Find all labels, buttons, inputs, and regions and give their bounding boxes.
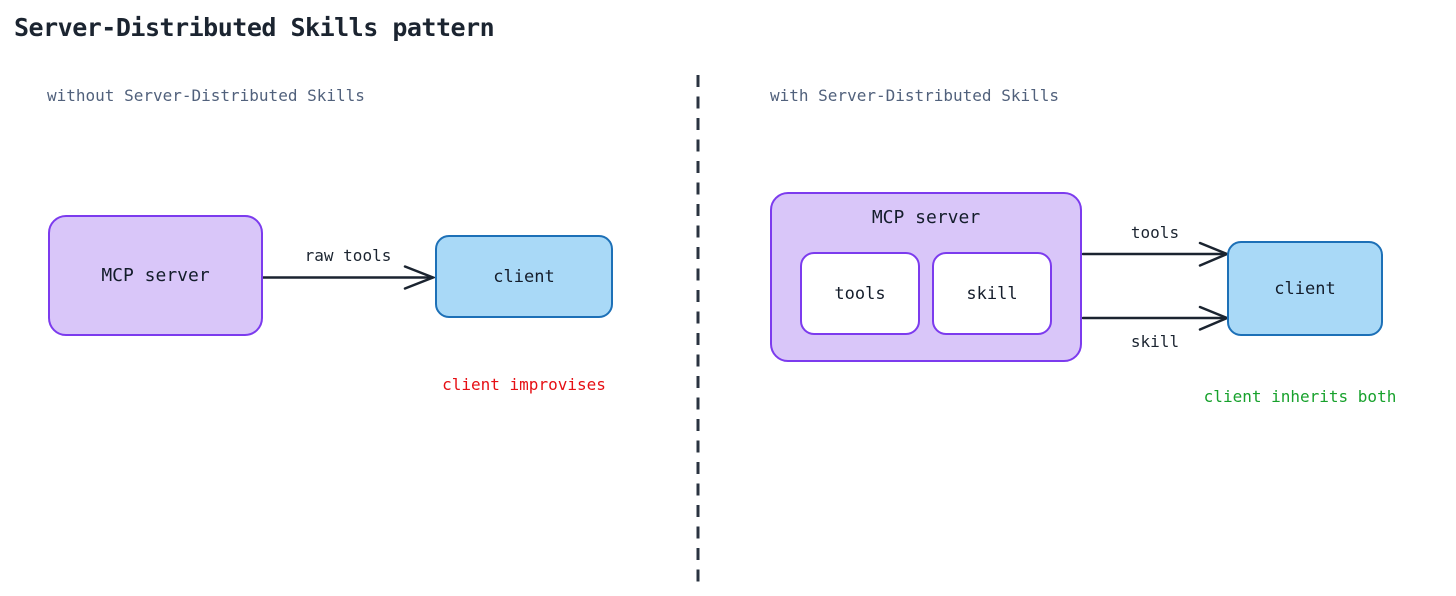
- left-mcp-server-box: MCP server: [48, 215, 263, 336]
- right-panel-note: client inherits both: [1203, 387, 1397, 406]
- right-arrow-tools: [1081, 241, 1231, 267]
- left-arrow-label: raw tools: [304, 246, 392, 265]
- page-title: Server-Distributed Skills pattern: [14, 13, 495, 42]
- right-panel-subtitle: with Server-Distributed Skills: [770, 86, 1059, 105]
- left-client-label: client: [493, 266, 555, 287]
- left-mcp-server-label: MCP server: [101, 265, 210, 286]
- left-panel-note: client improvises: [442, 375, 606, 394]
- left-panel-subtitle: without Server-Distributed Skills: [47, 86, 365, 105]
- right-arrow-skill-label: skill: [1130, 332, 1180, 351]
- right-mcp-server-label: MCP server: [871, 207, 981, 228]
- right-client-label: client: [1274, 278, 1336, 299]
- right-arrow-skill: [1081, 305, 1231, 331]
- right-inner-skill-box: skill: [932, 252, 1052, 335]
- right-arrow-tools-label: tools: [1130, 223, 1180, 242]
- left-client-box: client: [435, 235, 613, 318]
- right-inner-tools-label: tools: [834, 283, 886, 304]
- right-client-box: client: [1227, 241, 1383, 336]
- left-arrow-raw-tools: [261, 265, 437, 290]
- right-inner-skill-label: skill: [966, 283, 1018, 304]
- right-inner-tools-box: tools: [800, 252, 920, 335]
